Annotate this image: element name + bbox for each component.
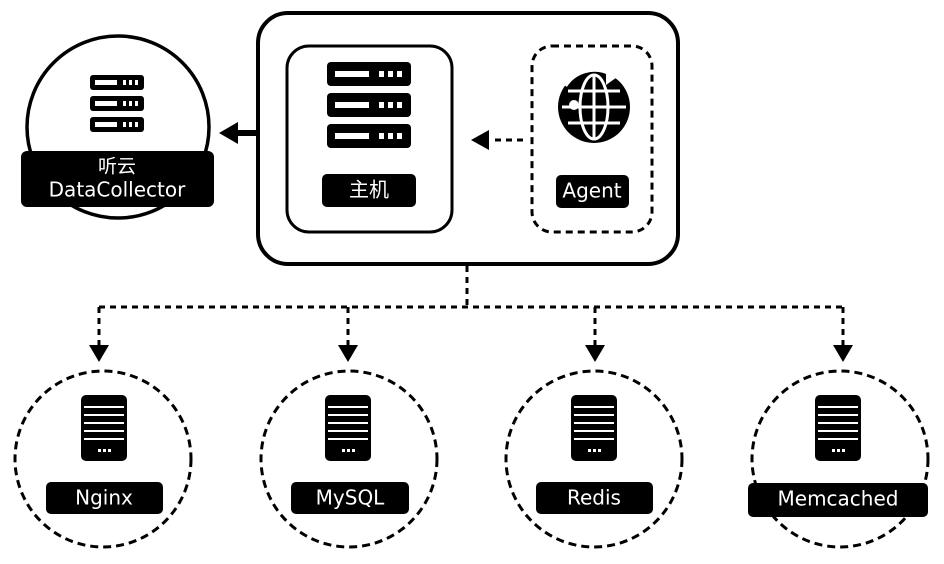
datacollector-label-line2: DataCollector bbox=[49, 178, 186, 202]
host-to-collector-arrow bbox=[219, 122, 258, 144]
service-label-box bbox=[291, 482, 409, 514]
server-rack-icon bbox=[90, 75, 144, 132]
host-label: 主机 bbox=[349, 178, 389, 202]
service-label-box bbox=[46, 482, 163, 514]
globe-network-icon bbox=[558, 64, 630, 143]
agent-label-box bbox=[556, 175, 629, 208]
agent-node: Agent bbox=[530, 44, 654, 234]
host-node: 主机 bbox=[285, 44, 454, 234]
host-label-box bbox=[322, 174, 416, 207]
service-label-memcached: Memcached bbox=[778, 487, 899, 511]
server-tower-icon bbox=[571, 395, 617, 461]
service-label-redis: Redis bbox=[567, 486, 621, 510]
service-label-box bbox=[536, 482, 653, 514]
server-tower-icon bbox=[325, 395, 371, 461]
server-tower-icon bbox=[815, 395, 861, 461]
datacollector-label-line1: 听云 bbox=[98, 156, 136, 178]
datacollector-node: 听云 DataCollector bbox=[21, 34, 214, 220]
service-nginx: Nginx bbox=[13, 369, 193, 549]
service-arrowheads bbox=[89, 345, 853, 362]
service-label-nginx: Nginx bbox=[75, 486, 133, 510]
server-rack-icon bbox=[327, 62, 411, 148]
service-connectors bbox=[97, 266, 845, 345]
service-mysql: MySQL bbox=[259, 369, 439, 549]
datacollector-label-box bbox=[21, 151, 214, 207]
agent-to-host-arrow bbox=[471, 130, 523, 150]
agent-label: Agent bbox=[562, 179, 621, 203]
service-memcached: Memcached bbox=[748, 369, 930, 549]
service-label-mysql: MySQL bbox=[316, 486, 386, 510]
service-redis: Redis bbox=[504, 369, 684, 549]
service-label-box bbox=[748, 483, 928, 517]
server-tower-icon bbox=[81, 395, 127, 461]
